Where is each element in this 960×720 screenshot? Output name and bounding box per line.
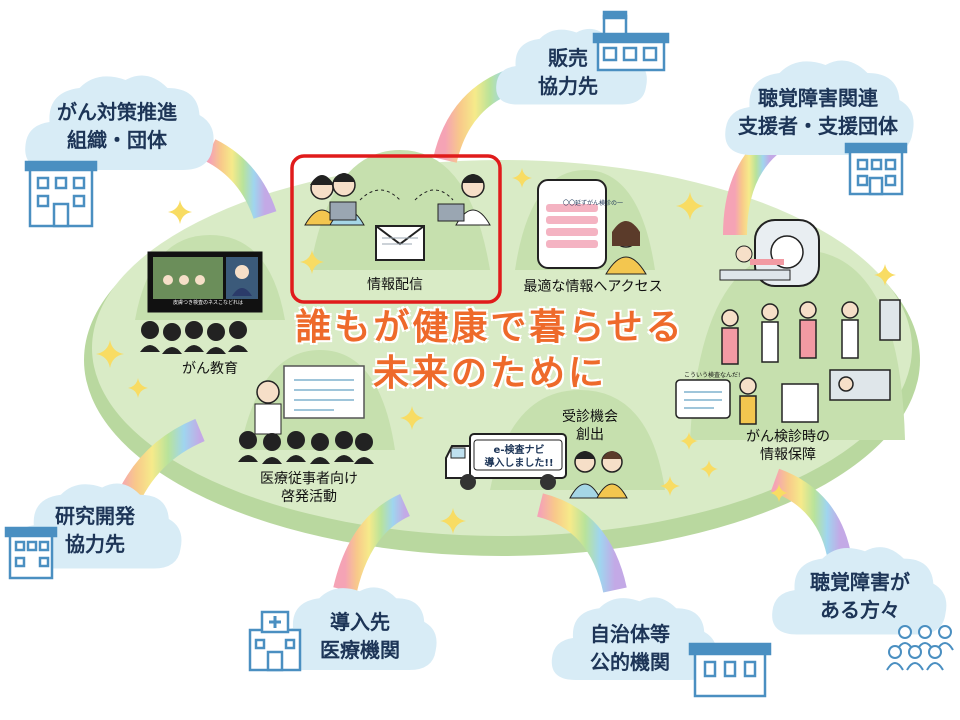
scene-label-line: 医療従事者向け	[234, 470, 384, 488]
stakeholder-label: 公的機関	[570, 648, 690, 676]
stakeholder-label: 協力先	[518, 72, 618, 100]
building-icon	[846, 144, 906, 194]
building-icon	[690, 644, 770, 696]
scene-label-line: 情報保障	[718, 446, 858, 464]
stakeholder-label: 協力先	[30, 530, 160, 558]
hospital-icon	[250, 612, 300, 670]
stakeholder-label: 医療機関	[300, 636, 420, 664]
scene-best-access-label: 最適な情報へアクセス	[498, 278, 688, 296]
scene-label-line: 創出	[540, 426, 640, 444]
stakeholder-hospitals: 導入先 医療機関	[300, 608, 420, 664]
slogan-line-1: 誰もが健康で暮らせる	[280, 306, 700, 350]
speech-bubble: こういう検査なんだ!	[684, 370, 740, 379]
stakeholder-research: 研究開発 協力先	[30, 502, 160, 558]
slogan-line-2: 未来のために	[280, 352, 700, 396]
stakeholder-label: がん対策推進	[42, 98, 192, 126]
scene-cancer-education-label: がん教育	[160, 360, 260, 378]
truck-sign: e-検査ナビ 導入しました!!	[478, 444, 560, 470]
stakeholder-municipalities: 自治体等 公的機関	[570, 620, 690, 676]
scene-label-line: がん検診時の	[718, 428, 858, 446]
stakeholder-sales: 販売 協力先	[518, 44, 618, 100]
phone-screen-title: 〇〇延ずがん検診の一	[563, 198, 623, 207]
stakeholder-label: 支援者・支援団体	[718, 112, 918, 140]
stakeholder-label: 聴覚障害関連	[718, 84, 918, 112]
truck-sign-line: e-検査ナビ	[478, 444, 560, 457]
stakeholder-label: 導入先	[300, 608, 420, 636]
truck-sign-line: 導入しました!!	[478, 457, 560, 470]
stakeholder-cancer-orgs: がん対策推進 組織・団体	[42, 98, 192, 154]
stakeholder-hearing-impaired: 聴覚障害が ある方々	[790, 568, 930, 624]
scene-label-line: 啓発活動	[234, 488, 384, 506]
stakeholder-label: 組織・団体	[42, 126, 192, 154]
scene-staff-awareness-label: 医療従事者向け 啓発活動	[234, 470, 384, 506]
stakeholder-label: 販売	[518, 44, 618, 72]
stakeholder-label: 自治体等	[570, 620, 690, 648]
stakeholder-label: 聴覚障害が	[790, 568, 930, 596]
screen-caption: 皮膚つき検査のネスこなどれは	[158, 300, 258, 306]
scene-info-delivery-label: 情報配信	[340, 276, 450, 294]
building-icon	[26, 162, 96, 226]
scene-screening-opportunity-label: 受診機会 創出	[540, 408, 640, 444]
scene-label-line: 受診機会	[540, 408, 640, 426]
scene-screening-info-label: がん検診時の 情報保障	[718, 428, 858, 464]
stakeholder-label: ある方々	[790, 596, 930, 624]
stakeholder-label: 研究開発	[30, 502, 160, 530]
stakeholder-hearing-support: 聴覚障害関連 支援者・支援団体	[718, 84, 918, 140]
